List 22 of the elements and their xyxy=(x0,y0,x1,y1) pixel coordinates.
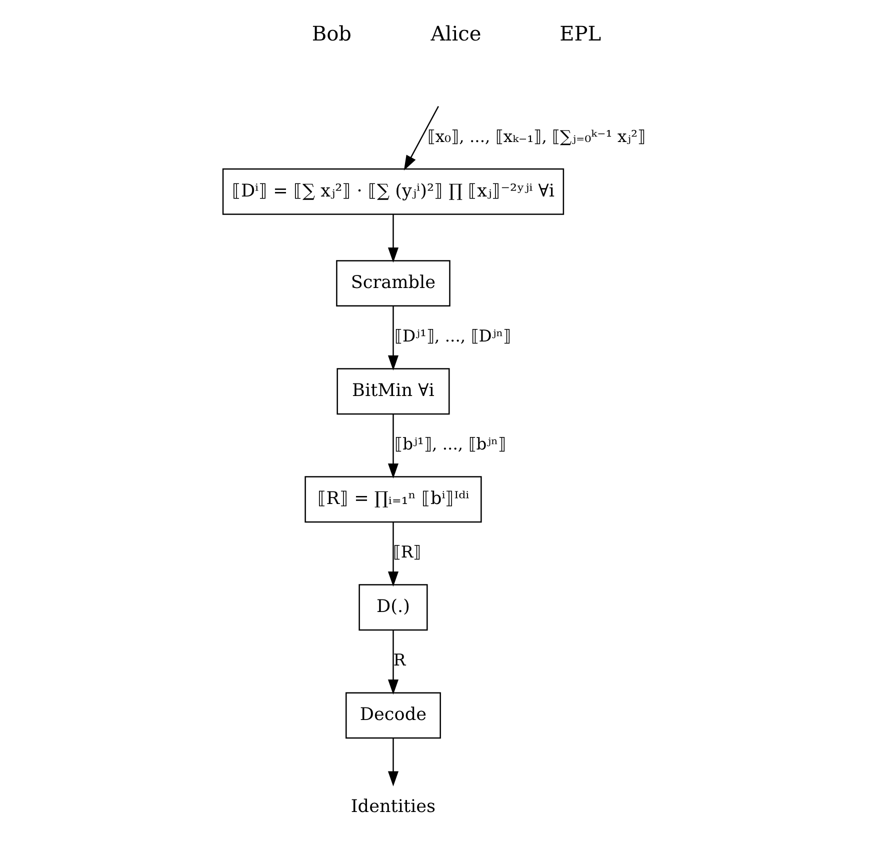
arrow xyxy=(387,306,398,371)
arrow xyxy=(387,214,398,263)
edge-label: ⟦Dʲ¹⟧, ..., ⟦Dʲⁿ⟧ xyxy=(394,326,511,346)
node-box: BitMin ∀i xyxy=(336,368,450,415)
edge-label: ⟦R⟧ xyxy=(392,542,421,562)
edge-label: ⟦x₀⟧, ..., ⟦xₖ₋₁⟧, ⟦∑ⱼ₌₀ᵏ⁻¹ xⱼ²⟧ xyxy=(426,126,646,146)
node-box: ⟦R⟧ = ∏ᵢ₌₁ⁿ ⟦bⁱ⟧ᴵᵈⁱ xyxy=(304,476,482,523)
arrow xyxy=(403,106,438,171)
node-box: ⟦Dⁱ⟧ = ⟦∑ xⱼ²⟧ · ⟦∑ (yⱼⁱ)²⟧ ∏ ⟦xⱼ⟧⁻²ʸʲⁱ ∀i xyxy=(222,168,564,215)
label: Bob xyxy=(311,22,352,46)
node-text: Identities xyxy=(350,796,436,817)
arrow xyxy=(387,522,398,587)
arrow xyxy=(387,630,398,695)
arrow xyxy=(387,414,398,479)
label: EPL xyxy=(559,22,601,46)
node-box: Scramble xyxy=(336,260,450,307)
node-box: D(.) xyxy=(358,584,428,631)
arrow xyxy=(387,738,398,786)
edge-label: R xyxy=(392,650,406,670)
label: Alice xyxy=(430,22,481,46)
edge-label: ⟦bʲ¹⟧, ..., ⟦bʲⁿ⟧ xyxy=(394,434,506,454)
node-box: Decode xyxy=(345,692,440,739)
